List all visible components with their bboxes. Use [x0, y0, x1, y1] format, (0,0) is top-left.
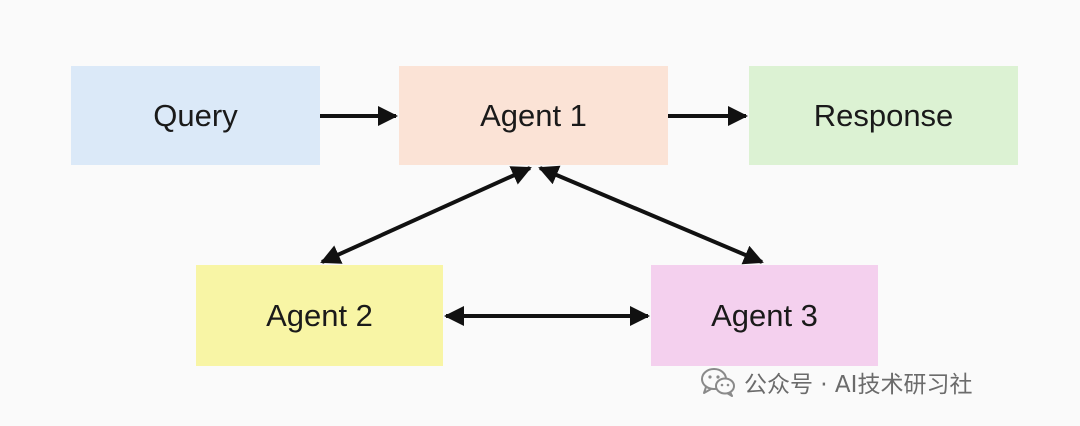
agent-3-node: Agent 3 [651, 265, 878, 366]
agent-2-node-label: Agent 2 [266, 297, 373, 333]
edge-agent1-agent2 [320, 166, 532, 264]
response-node-label: Response [813, 97, 954, 133]
response-node: Response [749, 66, 1018, 165]
watermark: 公众号 · AI技术研习社 [700, 362, 972, 402]
agent-2-node: Agent 2 [196, 265, 443, 366]
wechat-icon [700, 367, 736, 397]
query-node-label: Query [153, 97, 238, 133]
query-node: Query [71, 66, 320, 165]
agent-1-node-label: Agent 1 [480, 97, 587, 133]
agent-1-node: Agent 1 [399, 66, 668, 165]
watermark-text: 公众号 · AI技术研习社 [744, 372, 973, 398]
edge-agent1-agent3 [538, 165, 764, 265]
agent-3-node-label: Agent 3 [711, 297, 818, 333]
